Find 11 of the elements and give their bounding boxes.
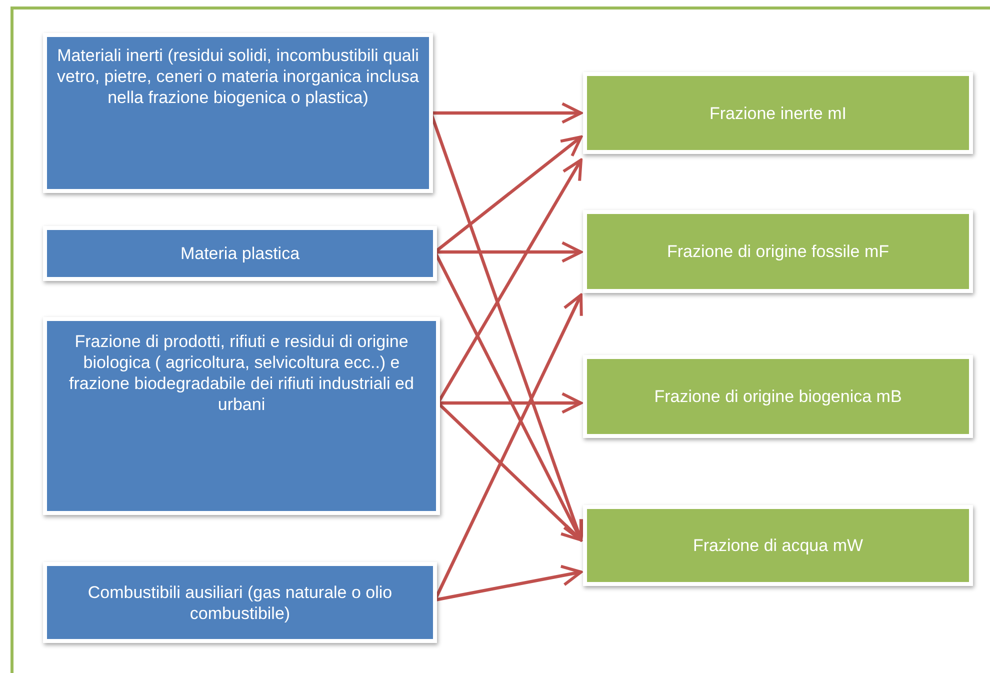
arrow xyxy=(431,102,582,124)
box-text: Materiali inerti (residui solidi, incombustibili quali vetro, pietre, ceneri o materia inorganica inclusa nella frazione biogenica o plastica) xyxy=(56,45,420,108)
box-text: Frazione di origine biogenica mB xyxy=(653,386,903,407)
box-text: Combustibili ausiliari (gas naturale o olio combustibile) xyxy=(86,582,394,624)
arrow xyxy=(438,392,582,414)
box-text: Frazione inerte mI xyxy=(708,102,848,124)
box-text: Frazione di prodotti, rifiuti e residui di origine biologica ( agricoltura, selvicoltura ecc..) e frazione biodegradabile dei rifiuti industriali ed urbani xyxy=(68,331,415,415)
box-text: Frazione di acqua mW xyxy=(692,535,864,556)
arrow xyxy=(435,241,582,263)
box-text: Frazione di origine fossile mF xyxy=(666,241,890,262)
box-text: Materia plastica xyxy=(179,243,301,264)
